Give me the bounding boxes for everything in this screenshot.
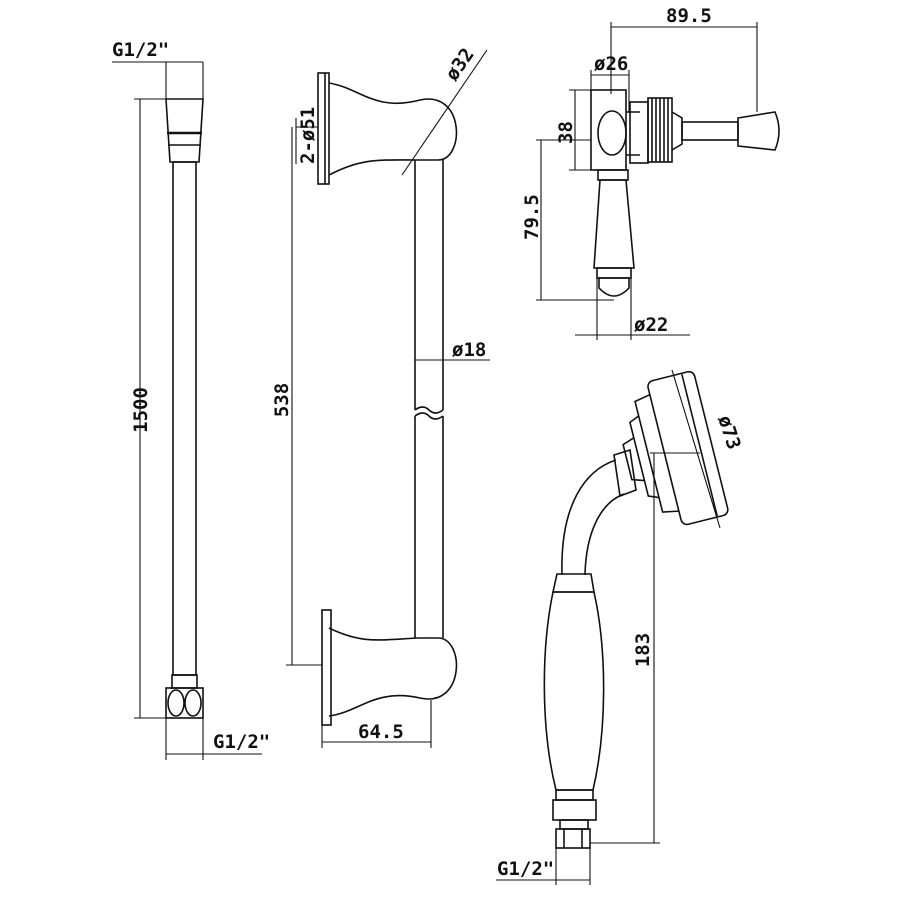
handset	[543, 370, 729, 849]
hose-dimensions: G1/2" 1500 G1/2"	[112, 39, 270, 760]
handset-head-dia-label: ø73	[713, 413, 745, 452]
holder-drop-label: 79.5	[521, 194, 543, 240]
rail-dimensions: 2-ø51 538 ø18 64.5	[271, 107, 490, 748]
holder-dimensions: 89.5 ø26 38 79.5 ø22	[521, 5, 758, 340]
handset-holder	[590, 89, 780, 297]
handset-dimensions: ø73 183 G1/2"	[496, 369, 745, 885]
knurl-lines	[651, 98, 669, 162]
handset-thread-label: G1/2"	[497, 858, 554, 880]
holder-dia-label: ø26	[594, 53, 628, 75]
holder-reach-label: 89.5	[666, 5, 712, 27]
holder-outlet-dia-label: ø22	[634, 314, 668, 336]
slide-rail: ø32	[317, 44, 488, 726]
hose-thread-top-label: G1/2"	[112, 39, 169, 61]
bar-fixing-label: 2-ø51	[297, 107, 319, 164]
holder-height-label: 38	[555, 121, 577, 144]
handset-length-label: 183	[632, 633, 654, 667]
bar-tube-dia-label: ø18	[452, 339, 486, 361]
hose-thread-bottom-label: G1/2"	[213, 731, 270, 753]
bar-end-dia-label: ø32	[441, 44, 479, 85]
hose-length-label: 1500	[130, 387, 152, 433]
bar-length-label: 538	[271, 383, 293, 417]
shower-hose	[165, 98, 204, 719]
bar-projection-label: 64.5	[358, 721, 404, 743]
